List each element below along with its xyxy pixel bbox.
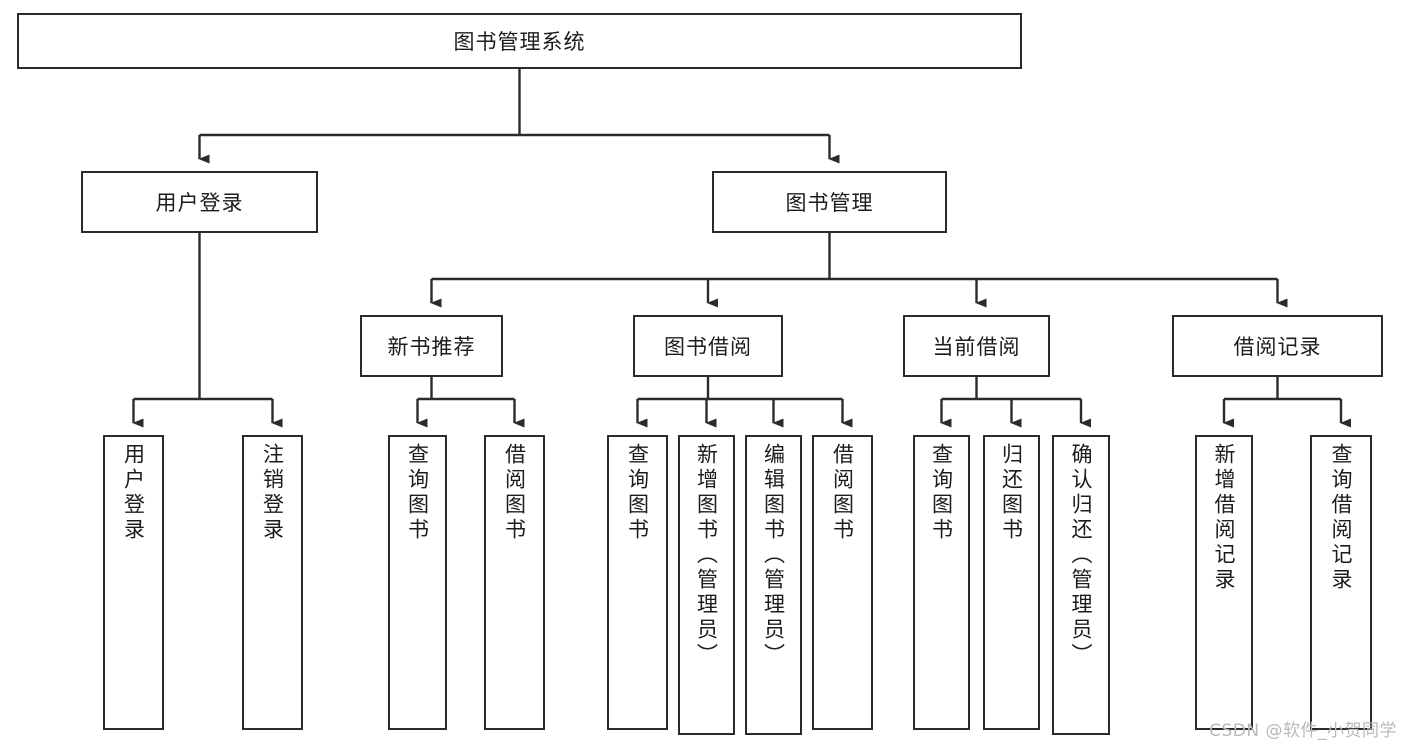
leaf-confirm-return-admin-label: 确认归还（管理员） xyxy=(1069,443,1094,668)
leaf-edit-book-admin[interactable]: 编辑图书（管理员） xyxy=(745,435,802,735)
node-new-book-recommend[interactable]: 新书推荐 xyxy=(360,315,503,377)
node-root-label: 图书管理系统 xyxy=(453,30,586,54)
leaf-borrow-book-label: 借阅图书 xyxy=(830,443,855,543)
leaf-add-borrow-record[interactable]: 新增借阅记录 xyxy=(1195,435,1253,730)
leaf-add-book-admin[interactable]: 新增图书（管理员） xyxy=(678,435,735,735)
node-book-management-label: 图书管理 xyxy=(785,191,874,215)
leaf-add-book-admin-label: 新增图书（管理员） xyxy=(694,443,719,668)
node-current-borrow[interactable]: 当前借阅 xyxy=(903,315,1050,377)
node-borrow-record-label: 借阅记录 xyxy=(1233,335,1322,359)
node-borrow-record[interactable]: 借阅记录 xyxy=(1172,315,1383,377)
csdn-watermark: CSDN @软件_小贺同学 xyxy=(1209,721,1397,741)
leaf-add-borrow-record-label: 新增借阅记录 xyxy=(1212,443,1237,593)
leaf-query-book-label: 查询图书 xyxy=(625,443,650,543)
leaf-edit-book-admin-label: 编辑图书（管理员） xyxy=(761,443,786,668)
leaf-user-login[interactable]: 用户登录 xyxy=(103,435,164,730)
leaf-query-book-current[interactable]: 查询图书 xyxy=(913,435,970,730)
node-book-borrow-label: 图书借阅 xyxy=(664,335,752,359)
leaf-logout-label: 注销登录 xyxy=(260,443,285,543)
node-book-borrow[interactable]: 图书借阅 xyxy=(633,315,783,377)
leaf-query-borrow-record-label: 查询借阅记录 xyxy=(1329,443,1354,593)
leaf-query-book-recommend-label: 查询图书 xyxy=(405,443,430,543)
node-current-borrow-label: 当前借阅 xyxy=(932,335,1021,359)
leaf-return-book[interactable]: 归还图书 xyxy=(983,435,1040,730)
node-user-login-label: 用户登录 xyxy=(155,191,244,215)
node-root[interactable]: 图书管理系统 xyxy=(17,13,1022,69)
leaf-query-book-current-label: 查询图书 xyxy=(929,443,954,543)
node-user-login[interactable]: 用户登录 xyxy=(81,171,318,233)
leaf-return-book-label: 归还图书 xyxy=(999,443,1024,543)
leaf-query-book-recommend[interactable]: 查询图书 xyxy=(388,435,447,730)
leaf-user-login-label: 用户登录 xyxy=(121,443,146,543)
leaf-borrow-book-recommend-label: 借阅图书 xyxy=(502,443,527,543)
leaf-borrow-book[interactable]: 借阅图书 xyxy=(812,435,873,730)
leaf-query-book[interactable]: 查询图书 xyxy=(607,435,668,730)
leaf-borrow-book-recommend[interactable]: 借阅图书 xyxy=(484,435,545,730)
node-new-book-recommend-label: 新书推荐 xyxy=(387,335,476,359)
leaf-logout[interactable]: 注销登录 xyxy=(242,435,303,730)
node-book-management[interactable]: 图书管理 xyxy=(712,171,947,233)
leaf-confirm-return-admin[interactable]: 确认归还（管理员） xyxy=(1052,435,1110,735)
leaf-query-borrow-record[interactable]: 查询借阅记录 xyxy=(1310,435,1372,730)
